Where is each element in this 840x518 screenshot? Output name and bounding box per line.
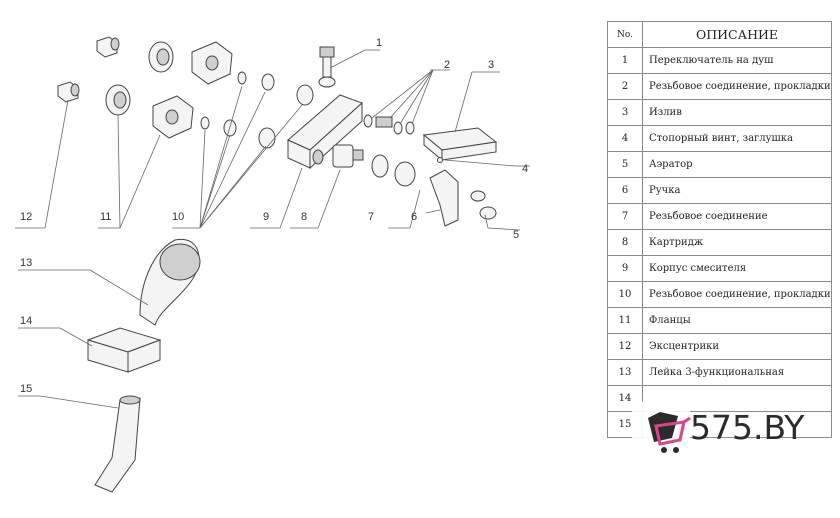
part-handle — [429, 169, 459, 227]
row-no: 9 — [607, 255, 643, 282]
callout-13: 13 — [20, 257, 32, 269]
callout-2: 2 — [444, 59, 450, 71]
part-threaded-connection — [371, 154, 416, 187]
callout-9: 9 — [263, 211, 269, 223]
row-no: 10 — [607, 281, 643, 308]
part-flange-bottom — [152, 95, 194, 139]
row-desc: Эксцентрики — [642, 333, 832, 360]
row-desc: Резьбовое соединение — [642, 203, 832, 230]
row-desc: Переключатель на душ — [642, 47, 832, 74]
row-no: 7 — [607, 203, 643, 230]
row-no: 12 — [607, 333, 643, 360]
table-header-row: No. ОПИСАНИЕ — [607, 21, 832, 48]
part-shower-switch — [318, 46, 336, 88]
part-shower-holder — [86, 327, 162, 373]
row-no: 2 — [607, 73, 643, 100]
part-spout — [422, 127, 498, 162]
exploded-parts-diagram: 1 2 3 4 5 6 7 8 9 10 11 12 13 14 15 — [15, 36, 530, 493]
callout-8: 8 — [301, 211, 307, 223]
header-description: ОПИСАНИЕ — [642, 21, 832, 48]
row-desc: Корпус смесителя — [642, 255, 832, 282]
row-desc: Резьбовое соединение, прокладки — [642, 281, 832, 308]
part-eccentric-top — [96, 36, 120, 58]
row-no: 11 — [607, 307, 643, 334]
part-shower-head — [139, 238, 201, 326]
part-mixer-body — [287, 94, 363, 170]
row-no: 4 — [607, 125, 643, 152]
row-no: 8 — [607, 229, 643, 256]
callout-15: 15 — [20, 383, 32, 395]
brand-text: 575.BY — [690, 408, 805, 447]
callout-11: 11 — [100, 211, 111, 223]
callout-14: 14 — [20, 315, 32, 327]
row-no: 3 — [607, 99, 643, 126]
header-no: No. — [607, 21, 643, 48]
part-nut-top — [148, 41, 174, 73]
part-connection-bottom — [200, 116, 276, 149]
row-desc: Аэратор — [642, 151, 832, 178]
callout-7: 7 — [368, 211, 374, 223]
part-connection-top — [237, 71, 314, 106]
row-desc: Фланцы — [642, 307, 832, 334]
callout-6: 6 — [411, 211, 417, 223]
row-no: 5 — [607, 151, 643, 178]
leader-lines — [15, 49, 530, 409]
row-desc: Стопорный винт, заглушка — [642, 125, 832, 152]
cart-logo-icon — [648, 412, 691, 453]
part-cartridge — [332, 144, 364, 168]
callout-5: 5 — [513, 229, 519, 241]
brand-watermark: 575.BY — [632, 398, 840, 458]
row-no: 13 — [607, 359, 643, 386]
row-no: 6 — [607, 177, 643, 204]
callout-12: 12 — [20, 211, 32, 223]
row-desc: Излив — [642, 99, 832, 126]
part-eccentric-bottom — [57, 81, 80, 103]
part-flange-top — [191, 41, 233, 85]
callout-1: 1 — [376, 37, 382, 49]
row-desc: Резьбовое соединение, прокладки — [642, 73, 832, 100]
row-desc: Картридж — [642, 229, 832, 256]
callout-4: 4 — [522, 163, 528, 175]
row-desc: Ручка — [642, 177, 832, 204]
row-desc: Лейка 3-функциональная — [642, 359, 832, 386]
part-aerator — [470, 190, 497, 220]
part-hose — [94, 395, 141, 493]
row-no: 1 — [607, 47, 643, 74]
callout-3: 3 — [488, 59, 494, 71]
part-nut-bottom — [105, 84, 131, 116]
part-connection-gaskets — [363, 114, 415, 135]
callout-10: 10 — [172, 211, 184, 223]
part-set-screw — [437, 157, 443, 163]
